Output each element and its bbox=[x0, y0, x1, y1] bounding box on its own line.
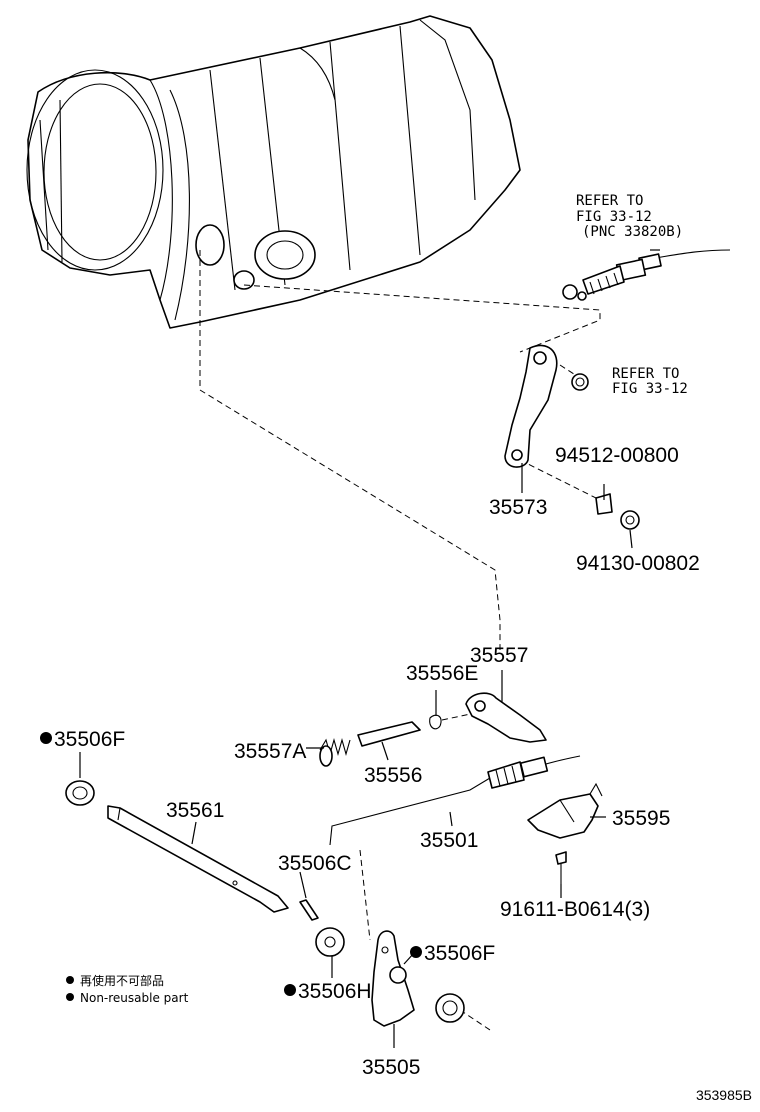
label-94130-00802: 94130-00802 bbox=[576, 552, 700, 575]
bolt-91611-B0614 bbox=[555, 851, 567, 884]
label-35556E: 35556E bbox=[406, 662, 478, 685]
ref-cable-line1: REFER TO bbox=[576, 193, 643, 209]
figure-code: 353985B bbox=[696, 1087, 752, 1103]
label-35557A: 35557A bbox=[234, 740, 306, 763]
label-35506C: 35506C bbox=[278, 852, 352, 875]
lever-35557 bbox=[465, 692, 547, 743]
ref-cable-line3: (PNC 33820B) bbox=[582, 224, 683, 240]
oil-seal-35506F-bottom bbox=[435, 993, 465, 1023]
non-reusable-mark-35506F-top bbox=[40, 732, 52, 744]
label-94512-00800: 94512-00800 bbox=[555, 444, 679, 467]
rod-35501 bbox=[329, 755, 581, 846]
legend-bullet-ja bbox=[66, 976, 74, 984]
label-35501: 35501 bbox=[420, 829, 478, 852]
detent-lever-35505 bbox=[371, 930, 415, 1027]
non-reusable-mark-35506F-bottom bbox=[410, 946, 422, 958]
washer-94512-00800 bbox=[595, 493, 613, 515]
pin-35506C bbox=[299, 899, 319, 921]
ref-nut-line1: REFER TO bbox=[612, 366, 679, 382]
shift-cable-end bbox=[562, 249, 731, 301]
ref-nut-line2: FIG 33-12 bbox=[612, 381, 688, 397]
label-35573: 35573 bbox=[489, 496, 547, 519]
leader-lines bbox=[79, 249, 660, 1048]
label-35506F-top: 35506F bbox=[54, 728, 125, 751]
bushing-35506H bbox=[315, 927, 345, 957]
legend-text-ja: 再使用不可部品 bbox=[80, 973, 164, 988]
label-35561: 35561 bbox=[166, 799, 224, 822]
label-35556: 35556 bbox=[364, 764, 422, 787]
nut-ref-33-12 bbox=[571, 373, 589, 391]
reference-note-cable: REFER TO FIG 33-12 (PNC 33820B) bbox=[576, 193, 683, 240]
ref-cable-line2: FIG 33-12 bbox=[576, 209, 652, 225]
spring-35557A bbox=[319, 737, 351, 767]
legend: 再使用不可部品 Non-reusable part bbox=[66, 973, 189, 1005]
e-ring-35556E bbox=[429, 714, 442, 730]
label-35557: 35557 bbox=[470, 644, 528, 667]
label-91611-B0614: 91611-B0614(3) bbox=[500, 898, 650, 921]
pin-35556 bbox=[357, 721, 421, 747]
label-35506F-bottom: 35506F bbox=[424, 942, 495, 965]
manual-valve-shaft-35561 bbox=[107, 805, 289, 913]
label-35595: 35595 bbox=[612, 807, 670, 830]
non-reusable-mark-35506H bbox=[284, 984, 296, 996]
label-35505: 35505 bbox=[362, 1056, 420, 1079]
bracket-35595 bbox=[527, 782, 603, 839]
reference-note-nut: REFER TO FIG 33-12 bbox=[612, 366, 688, 397]
transmission-housing bbox=[26, 15, 521, 329]
legend-bullet-en bbox=[66, 993, 74, 1001]
legend-text-en: Non-reusable part bbox=[80, 991, 189, 1005]
control-shaft-lever-35573 bbox=[504, 344, 558, 468]
oil-seal-35506F-top bbox=[65, 780, 95, 806]
label-35506H: 35506H bbox=[298, 980, 372, 1003]
nut-94130-00802 bbox=[620, 510, 640, 530]
